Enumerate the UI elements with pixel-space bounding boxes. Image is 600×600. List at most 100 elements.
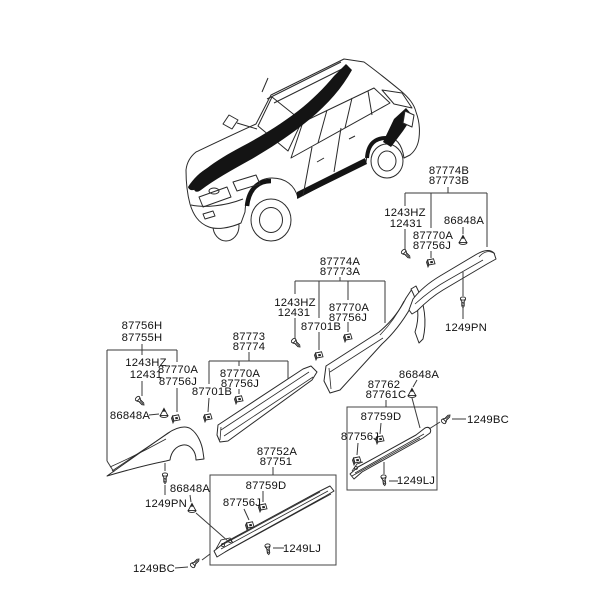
door-moulding-ridge (223, 376, 314, 437)
fastener-icons (134, 234, 468, 569)
black-swath-art (194, 64, 352, 192)
black-hood-wedge-art (188, 162, 221, 191)
label-87770A: 87770A (158, 364, 198, 376)
label-87773: 87773 (233, 331, 265, 343)
label-86848A: 86848A (399, 369, 439, 381)
fender-garnish-ridge (109, 438, 167, 468)
vehicle-illustration (185, 58, 420, 242)
leader-line (174, 566, 189, 569)
leader-line (148, 413, 160, 416)
label-12431: 12431 (278, 307, 310, 319)
rear-door-garnish-fin-line (379, 300, 405, 336)
screw-icon (189, 556, 202, 569)
grommet-clip-icon (159, 407, 169, 418)
leader-line (207, 397, 210, 413)
sill-garnish-ridge (354, 433, 425, 474)
screw-icon (264, 543, 272, 556)
label-87701B: 87701B (301, 321, 341, 333)
label-87756J: 87756J (413, 240, 451, 252)
label-87756J: 87756J (223, 497, 261, 509)
label-87759D: 87759D (246, 480, 287, 492)
label-1243HZ: 1243HZ (274, 297, 315, 309)
leader-line (106, 460, 115, 473)
sill-moulding-ridge (221, 491, 321, 546)
door-moulding-endcap (219, 426, 222, 441)
rear-door-line (333, 127, 342, 173)
front-fender-garnish-part (106, 426, 205, 477)
grommet-clip-icon (407, 387, 417, 398)
label-12431: 12431 (130, 369, 162, 381)
rear-door-garnish-endcap (328, 367, 332, 390)
sill-garnish-ridge (351, 437, 421, 477)
screw-icon (440, 412, 453, 425)
front-arch-black-band (244, 178, 272, 207)
retainer-clip-icon (425, 258, 436, 268)
detail-box-sill-garnish (346, 406, 438, 491)
sill-moulding-ridge (224, 493, 332, 553)
label-12431: 12431 (390, 218, 422, 230)
screw-icon (380, 474, 388, 487)
leader-line (379, 422, 382, 435)
label-87773A: 87773A (320, 266, 360, 278)
quarter-garnish-ridge (414, 259, 484, 305)
side-mirror (222, 114, 239, 130)
door-handle (348, 135, 356, 140)
leader-line (195, 512, 230, 543)
brand-badge (208, 187, 220, 195)
side-glass (290, 87, 391, 159)
door-moulding-ridge (220, 371, 310, 431)
front-door-moulding-part (216, 365, 318, 443)
b-pillar (317, 109, 328, 144)
tail-lamp (402, 110, 415, 128)
screw-icon (134, 395, 147, 408)
label-86848A: 86848A (444, 215, 484, 227)
label-87774: 87774 (233, 341, 265, 353)
sill-garnish-bracket (351, 461, 364, 472)
label-87756H: 87756H (122, 320, 163, 332)
roof-rail (273, 65, 349, 104)
headlight (232, 174, 261, 192)
label-87751: 87751 (260, 456, 292, 468)
rear-quarter-garnish-part (408, 250, 497, 315)
leader-line (428, 421, 441, 430)
part-shapes (106, 250, 497, 558)
label-86848A: 86848A (170, 483, 210, 495)
label-87770A: 87770A (220, 368, 260, 380)
label-87756J: 87756J (329, 312, 367, 324)
retainer-clip-icon (233, 395, 244, 405)
antenna (261, 77, 269, 93)
label-1243HZ: 1243HZ (125, 357, 166, 369)
label-87762: 87762 (368, 379, 400, 391)
label-1249LJ: 1249LJ (397, 475, 435, 487)
sill-moulding-ridge (220, 490, 329, 550)
retainer-clip-icon (342, 333, 353, 343)
retainer-clip-icon (170, 414, 181, 424)
screw-icon (290, 337, 303, 350)
tailgate-glass (381, 89, 413, 109)
fender-garnish-ridge (111, 431, 171, 472)
callout-lines (106, 187, 488, 569)
retainer-clip-icon (313, 351, 324, 361)
grommet-clip-icon (458, 234, 468, 245)
quarter-glass-divider (367, 90, 373, 116)
grommet-clip-icon (187, 502, 197, 513)
door-handle (316, 157, 325, 163)
screw-icon (459, 296, 467, 309)
label-1249LJ: 1249LJ (283, 543, 321, 555)
leader-line (201, 553, 211, 561)
front-door-line (302, 146, 313, 197)
label-87752A: 87752A (257, 446, 297, 458)
front-wheel-rim (259, 207, 283, 233)
label-87774A: 87774A (320, 256, 360, 268)
label-87701B: 87701B (192, 386, 232, 398)
c-pillar (344, 97, 353, 129)
leader-line (411, 397, 421, 429)
part-number-labels: 87756H 87755H 1243HZ 12431 87770A 87756J… (110, 165, 509, 575)
label-87770A: 87770A (329, 302, 369, 314)
rear-arch-black-band (365, 136, 387, 159)
quarter-garnish-hook (478, 251, 496, 258)
leader-line (243, 508, 250, 521)
rocker-black-band (297, 158, 367, 199)
leader-line (356, 442, 359, 456)
